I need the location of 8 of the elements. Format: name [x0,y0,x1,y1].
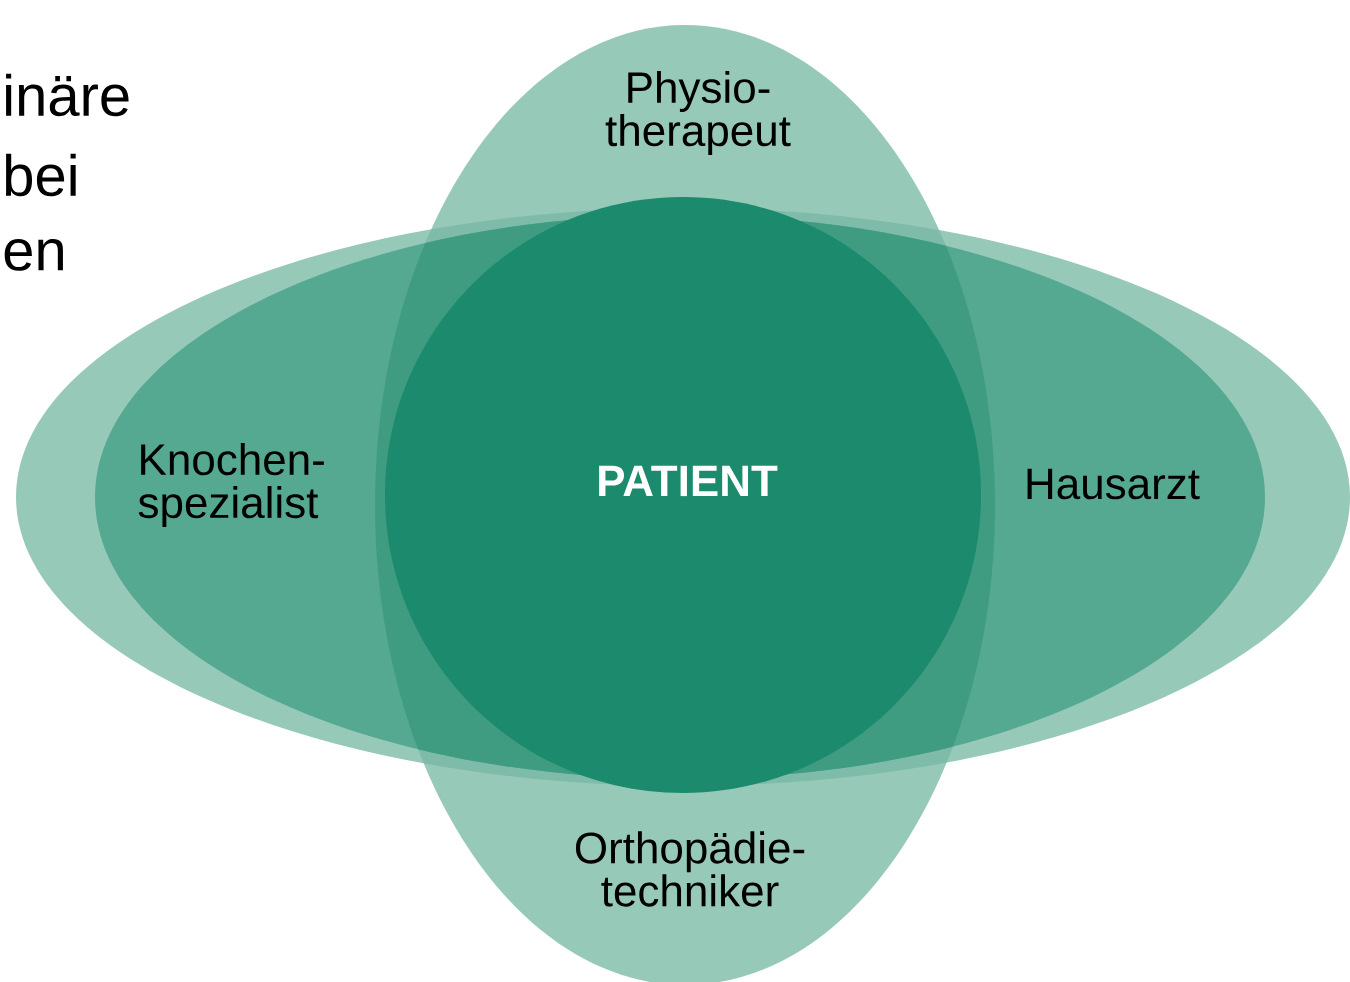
center-label: PATIENT [599,465,778,497]
ellipse-label: Orthopädie- techniker [575,831,805,907]
heading-fragment: en [4,239,63,271]
ellipse-label: Hausarzt [1027,468,1200,500]
heading-fragment: inäre [6,73,129,117]
ellipse-label: Physio- therapeut [605,71,791,155]
heading-fragment: bei [5,153,76,197]
ellipse-label: Knochen- spezialist [138,443,324,527]
